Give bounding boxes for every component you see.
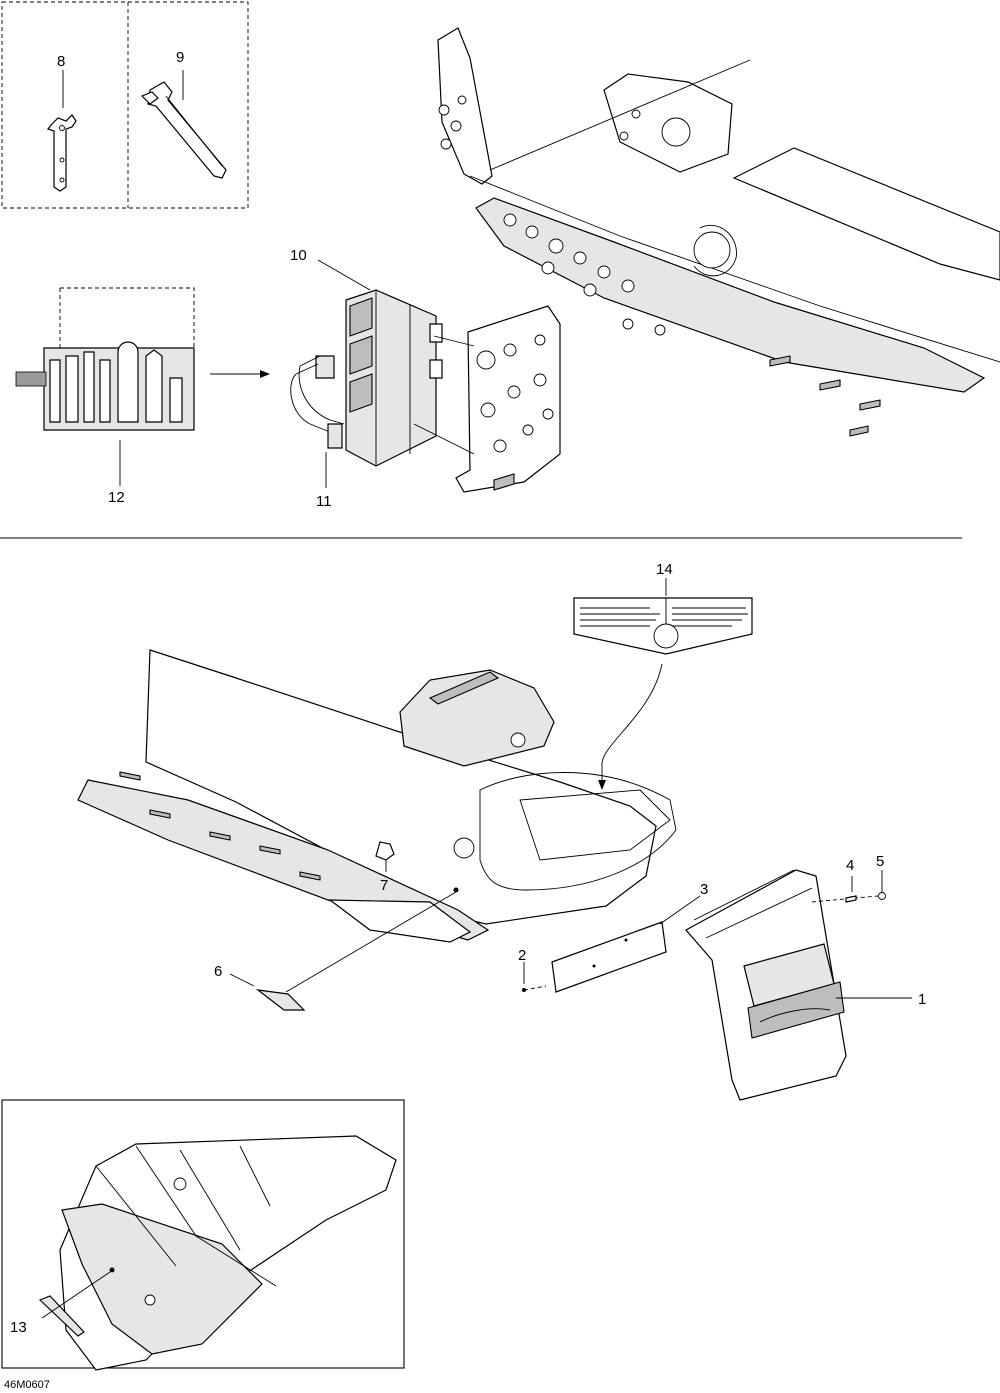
strap [290,355,345,488]
leader-lines [229,860,883,987]
callout-13: 13 [10,1319,27,1336]
callout-5: 5 [876,853,884,870]
callout-3: 3 [700,881,708,898]
spanner-icon [140,70,227,179]
rivet-2 [522,962,547,992]
arrow-icon [210,370,270,378]
toolkit-icon [15,287,195,486]
warning-decal [573,578,753,790]
callout-11: 11 [316,493,332,510]
callout-12: 12 [108,489,125,506]
callout-9: 9 [176,49,184,66]
fasteners-4-5 [811,876,886,903]
tunnel-rear [77,649,677,943]
callout-10: 10 [290,247,307,264]
tool-bag [317,259,443,467]
frame-tunnel [437,27,1000,437]
callout-14: 14 [656,561,673,578]
drawing-code: 46M0607 [4,1379,50,1391]
callout-7: 7 [380,877,388,894]
wrench-icon [46,70,77,192]
callout-8: 8 [57,53,65,70]
rear-bracket [413,305,561,493]
callout-4: 4 [846,857,854,874]
reflector-6 [255,887,459,1011]
tools-box [1,1,249,209]
snow-flap [685,869,912,1101]
callout-6: 6 [214,963,222,980]
inset-box [1,1099,405,1371]
reflector-13 [38,1271,111,1337]
callout-1: 1 [918,991,926,1008]
callout-2: 2 [518,947,526,964]
plate-3 [551,895,701,993]
